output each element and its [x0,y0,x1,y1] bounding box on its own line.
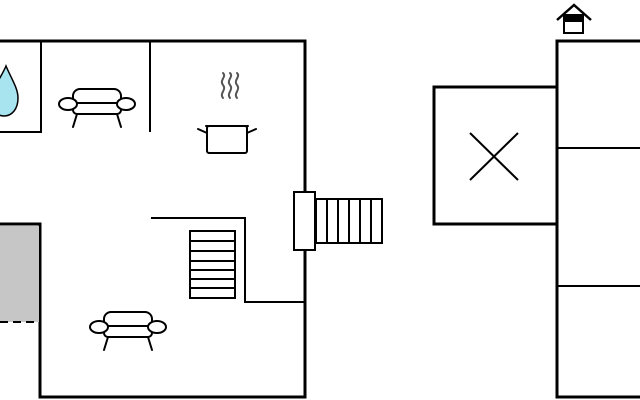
cooking-pot-icon [197,72,257,154]
sofa-icon [58,88,136,128]
staircase-icon [189,230,236,299]
left-building-outline [0,39,307,399]
interior-walls [0,41,305,303]
void-cross-icon [469,132,519,181]
sofa-icon [89,311,167,351]
water-drop-icon [0,64,19,117]
house-entrance-icon [556,3,592,34]
shaded-room [0,226,39,323]
void-area [432,85,559,226]
door-landing [293,191,316,251]
right-building-outline [555,39,640,399]
staircase-icon [315,198,383,244]
